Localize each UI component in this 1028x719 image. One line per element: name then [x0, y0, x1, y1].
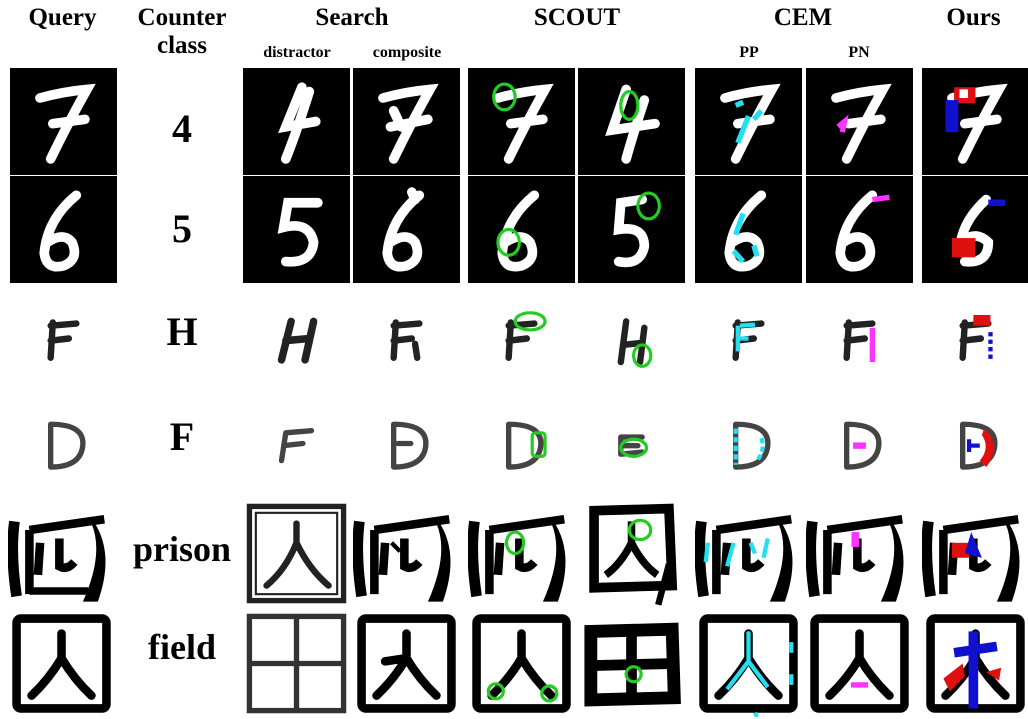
scout-query-image [468, 610, 575, 717]
query-image [10, 68, 117, 175]
cem-pp-image [695, 285, 802, 392]
scout-query-image [468, 176, 575, 283]
cem-pp-image [695, 500, 802, 607]
cem-pn-image [806, 500, 913, 607]
search-composite-image [353, 68, 460, 175]
query-image [8, 500, 115, 607]
cem-pp-image [695, 176, 802, 283]
search-distractor-image [243, 500, 350, 607]
ours-image [922, 285, 1028, 392]
ours-image [922, 390, 1028, 497]
counter-class-label: F [169, 414, 195, 459]
subheader-pn: PN [848, 44, 870, 61]
query-image [10, 390, 117, 497]
query-image [10, 176, 117, 283]
search-composite-image [353, 285, 460, 392]
ours-image [922, 500, 1028, 607]
search-distractor-image [243, 390, 350, 497]
cem-pp-image [695, 390, 802, 497]
subheader-pp: PP [739, 44, 759, 61]
search-composite-image [353, 610, 460, 717]
counter-class-label: field [148, 627, 216, 667]
query-image [10, 285, 117, 392]
header-ours: Ours [946, 4, 1001, 31]
header-counter-class: Counter class [128, 4, 236, 60]
cem-pp-image [695, 68, 802, 175]
cem-pn-image [806, 176, 913, 283]
scout-counter-image [578, 176, 685, 283]
scout-counter-image [578, 610, 685, 717]
cem-pn-image [806, 390, 913, 497]
scout-counter-image [578, 285, 685, 392]
header-search: Search [315, 4, 389, 31]
header-query: Query [28, 4, 97, 31]
scout-query-image [468, 390, 575, 497]
search-distractor-image [243, 68, 350, 175]
cem-pp-image [695, 610, 802, 717]
counter-class-label: 5 [172, 206, 192, 251]
scout-query-image [468, 285, 575, 392]
subheader-distractor: distractor [263, 44, 331, 61]
scout-counter-image [578, 500, 685, 607]
search-distractor-image [243, 176, 350, 283]
scout-counter-image [578, 68, 685, 175]
ours-image [922, 176, 1028, 283]
scout-counter-image [578, 390, 685, 497]
query-image [8, 610, 115, 717]
search-composite-image [353, 176, 460, 283]
header-cem: CEM [773, 4, 833, 31]
search-composite-image [353, 390, 460, 497]
counter-class-label: H [166, 309, 198, 354]
header-counter-line2: class [157, 32, 207, 59]
ours-image [922, 68, 1028, 175]
cem-pn-image [806, 610, 913, 717]
scout-query-image [468, 500, 575, 607]
counter-class-label: prison [132, 529, 232, 569]
search-composite-image [353, 500, 460, 607]
scout-query-image [468, 68, 575, 175]
search-distractor-image [243, 285, 350, 392]
header-counter-line1: Counter [137, 4, 227, 31]
counter-class-label: 4 [172, 106, 192, 151]
subheader-composite: composite [372, 44, 442, 61]
header-scout: SCOUT [533, 4, 621, 31]
search-distractor-image [243, 610, 350, 717]
ours-image [922, 610, 1028, 717]
cem-pn-image [806, 285, 913, 392]
cem-pn-image [806, 68, 913, 175]
